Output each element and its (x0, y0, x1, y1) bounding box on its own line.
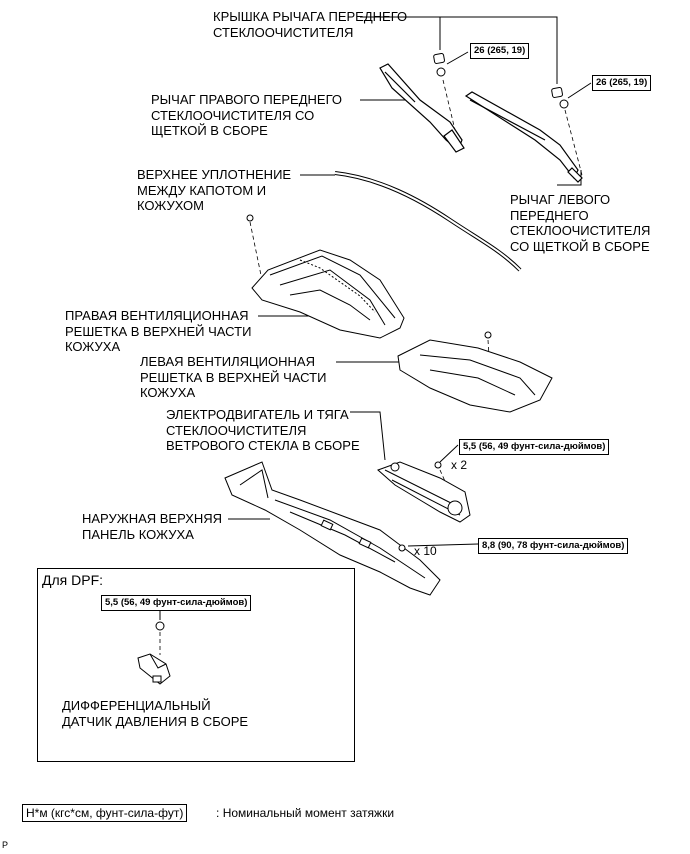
torque-motor-leader (439, 444, 459, 463)
outer-panel-label: НАРУЖНАЯ ВЕРХНЯЯ ПАНЕЛЬ КОЖУХА (82, 511, 223, 542)
left-louver-label: ЛЕВАЯ ВЕНТИЛЯЦИОННАЯ РЕШЕТКА В ВЕРХНЕЙ Ч… (140, 354, 327, 400)
legend-unit-box: Н*м (кгс*см, фунт-сила-фут) (22, 804, 188, 822)
legend-colon: : (216, 806, 220, 820)
left-arm-leader (557, 170, 582, 186)
right-wiper-arm (379, 63, 465, 153)
cap-label: КРЫШКА РЫЧАГА ПЕРЕДНЕГО СТЕКЛООЧИСТИТЕЛЯ (213, 9, 408, 40)
wiper-motor-link (377, 461, 471, 523)
torque-panel-bolt: 8,8 (90, 78 фунт-сила-дюймов) (478, 538, 629, 554)
motor-bolt-qty: x 2 (451, 458, 468, 472)
torque-dpf-bolt: 5,5 (56, 49 фунт-сила-дюймов) (101, 595, 252, 611)
dash-louver-screw-r (249, 221, 263, 281)
nut-right (436, 67, 446, 77)
torque-right-leader (446, 51, 469, 65)
dpf-inset-box (37, 568, 355, 762)
nut-left (559, 99, 569, 109)
cap-leader (360, 16, 558, 84)
left-wiper-arm (464, 91, 583, 183)
dash-right-nut (442, 79, 456, 131)
dpf-sensor (137, 621, 171, 685)
right-cowl-louver (246, 214, 405, 339)
dpf-sensor-label: ДИФФЕРЕНЦИАЛЬНЫЙ ДАТЧИК ДАВЛЕНИЯ В СБОРЕ (62, 698, 249, 729)
legend-description: : Номинальный момент затяжки (216, 806, 394, 820)
torque-left-leader (567, 82, 592, 99)
torque-panel-leader (407, 543, 479, 547)
panel-bolt-qty: x 10 (414, 544, 437, 558)
right-louver-label: ПРАВАЯ ВЕНТИЛЯЦИОННАЯ РЕШЕТКА В ВЕРХНЕЙ … (65, 308, 252, 354)
dpf-title: Для DPF: (42, 572, 104, 588)
wiper-cap-right (433, 53, 445, 64)
wiper-cap-left (551, 87, 563, 98)
outer-cowl-panel (224, 461, 441, 596)
motor-leader (350, 411, 386, 461)
hood-cowl-seal (334, 171, 522, 272)
legend-text: Номинальный момент затяжки (222, 806, 395, 820)
left-cowl-louver (397, 331, 553, 413)
left-arm-label: РЫЧАГ ЛЕВОГО ПЕРЕДНЕГО СТЕКЛООЧИСТИТЕЛЯ … (510, 192, 651, 254)
motor-link-label: ЭЛЕКТРОДВИГАТЕЛЬ И ТЯГА СТЕКЛООЧИСТИТЕЛЯ… (166, 407, 360, 453)
torque-motor-bolt: 5,5 (56, 49 фунт-сила-дюймов) (459, 439, 610, 455)
torque-left-nut: 26 (265, 19) (592, 75, 652, 91)
torque-right-nut: 26 (265, 19) (470, 43, 530, 59)
seal-label: ВЕРХНЕЕ УПЛОТНЕНИЕ МЕЖДУ КАПОТОМ И КОЖУХ… (137, 167, 292, 213)
right-arm-label: РЫЧАГ ПРАВОГО ПЕРЕДНЕГО СТЕКЛООЧИСТИТЕЛЯ… (151, 92, 343, 138)
corner-mark: P (2, 840, 9, 850)
legend-unit: Н*м (кгс*см, фунт-сила-фут) (26, 806, 184, 820)
